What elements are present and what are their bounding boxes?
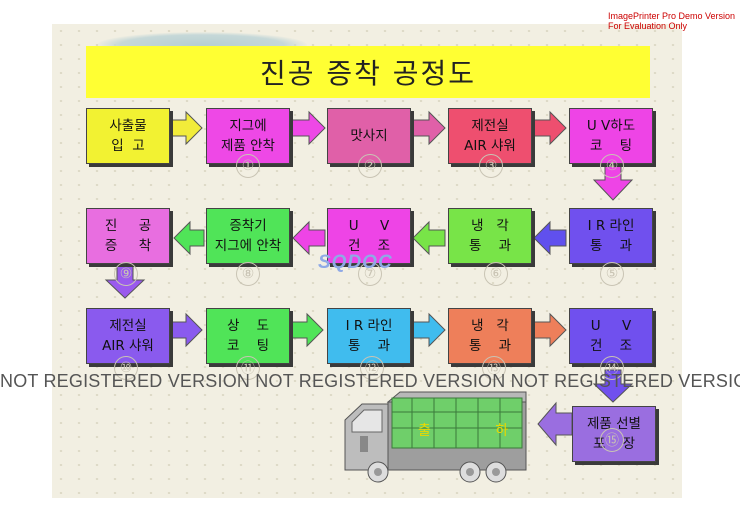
step-number-5: ④ (600, 154, 624, 178)
arrow-2-3 (290, 110, 326, 146)
step-box-13: I R 라인 통 과 (327, 308, 411, 364)
shipping-label: 출 하 (418, 423, 539, 439)
arrow-4-5 (533, 110, 567, 146)
truck-icon (344, 391, 527, 483)
step-number-14: ⑬ (482, 356, 506, 380)
step-number-16: ⑮ (600, 428, 624, 452)
step-number-4: ③ (479, 154, 503, 178)
step-number-11: ⑩ (114, 356, 138, 380)
step-number-15: ⑭ (600, 356, 624, 380)
step-box-6: I R 라인 통 과 (569, 208, 653, 264)
step-box-7: 냉 각 통 과 (448, 208, 532, 264)
step-number-7: ⑥ (484, 262, 508, 286)
watermark-text: NOT REGISTERED VERSION NOT REGISTERED VE… (0, 371, 740, 391)
arrow-6-7 (533, 220, 567, 256)
arrow-3-4 (412, 110, 446, 146)
step-box-12: 상 도 코 팅 (206, 308, 290, 364)
demo-line-2: For Evaluation Only (608, 21, 688, 31)
arrow-11-12 (169, 312, 203, 348)
diagram-title: 진공 증착 공정도 (86, 46, 650, 98)
step-number-13: ⑫ (360, 356, 384, 380)
arrow-13-14 (412, 312, 446, 348)
arrow-1-2 (169, 110, 203, 146)
step-number-2: ① (236, 154, 260, 178)
step-number-3: ② (358, 154, 382, 178)
demo-line-1: ImagePrinter Pro Demo Version (608, 11, 736, 21)
arrow-12-13 (290, 312, 324, 348)
demo-notice: ImagePrinter Pro Demo Version For Evalua… (608, 11, 735, 31)
step-number-6: ⑤ (600, 262, 624, 286)
step-number-10: ⑨ (114, 262, 138, 286)
step-box-11: 제전실 AIR 샤워 (86, 308, 170, 364)
arrow-7-8 (412, 220, 446, 256)
arrow-to-truck (537, 401, 573, 447)
step-number-8: ⑦ (358, 262, 382, 286)
step-box-10: 진 공 증 착 (86, 208, 170, 264)
step-box-1: 사출물 입 고 (86, 108, 170, 164)
step-number-9: ⑧ (236, 262, 260, 286)
arrow-9-10 (173, 220, 205, 256)
sqdoc-logo: SQDOC (318, 252, 393, 273)
step-number-12: ⑪ (236, 356, 260, 380)
step-box-9: 증착기 지그에 안착 (206, 208, 290, 264)
arrow-8-9 (292, 220, 326, 256)
step-box-14: 냉 각 통 과 (448, 308, 532, 364)
arrow-14-15 (533, 312, 567, 348)
